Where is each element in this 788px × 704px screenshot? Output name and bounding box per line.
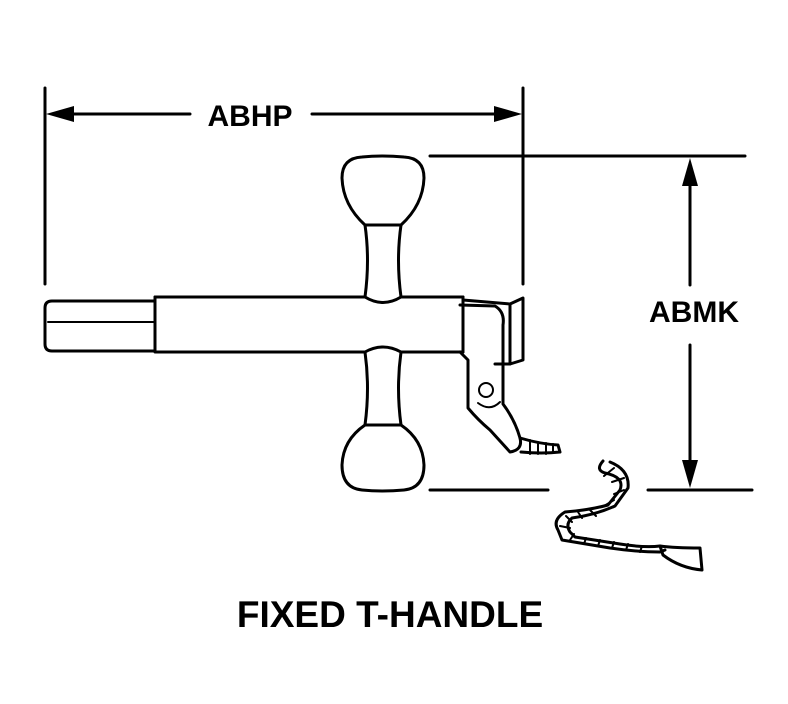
pivot-pin-icon xyxy=(478,382,494,398)
lever-edge xyxy=(477,401,501,409)
lower-knob xyxy=(340,423,426,493)
lanyard-stub-links xyxy=(529,439,554,455)
upper-stem-right xyxy=(397,223,403,299)
upper-knob xyxy=(340,154,426,227)
abmk-arrow-up-icon xyxy=(682,158,698,186)
abmk-label: ABMK xyxy=(649,296,739,329)
shaft-body-lower xyxy=(153,295,465,354)
lower-stem-right xyxy=(397,350,403,427)
diagram-caption: FIXED T-HANDLE xyxy=(237,594,543,635)
end-cap xyxy=(461,296,525,366)
abhp-dimension: ABHP xyxy=(43,86,525,286)
loose-chain-inner xyxy=(566,460,662,549)
abmk-arrow-down-icon xyxy=(682,460,698,488)
chain-tag xyxy=(658,544,704,572)
t-handle-part xyxy=(43,154,704,572)
loose-chain-outer xyxy=(554,459,667,554)
loose-chain-links xyxy=(559,467,643,553)
square-drive-tip xyxy=(43,299,157,353)
abhp-arrow-left-icon xyxy=(46,106,74,122)
abhp-label: ABHP xyxy=(207,100,292,133)
lanyard-stub xyxy=(518,436,562,455)
upper-stem-left xyxy=(363,223,369,299)
lower-stem-left xyxy=(363,350,369,427)
shaft-body-upper xyxy=(153,295,465,304)
abmk-dimension: ABMK xyxy=(428,154,754,492)
abhp-arrow-right-icon xyxy=(494,106,522,122)
